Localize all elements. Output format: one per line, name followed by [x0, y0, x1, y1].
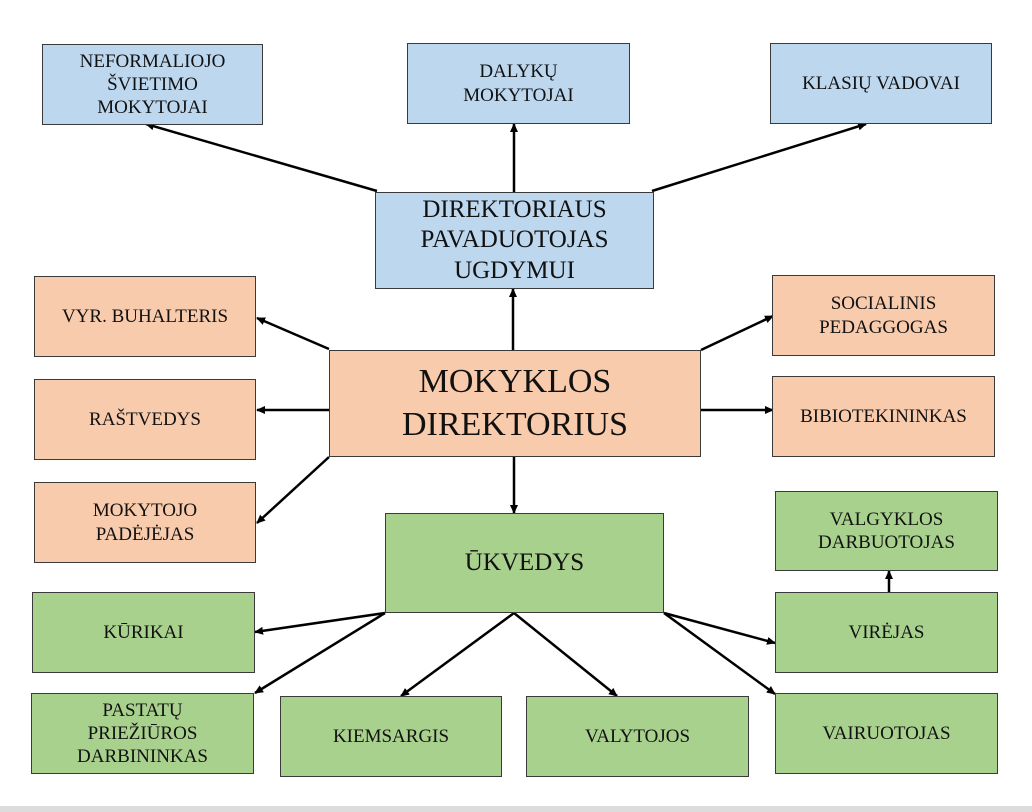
node-padejejas: MOKYTOJO PADĖJĖJAS [34, 482, 256, 563]
arrow-ukvedys-to-valytojos [513, 612, 618, 697]
arrow-ukvedys-to-virejas [663, 611, 776, 645]
arrow-pavaduotojas-to-neformaliojo [145, 122, 378, 193]
node-buhalteris: VYR. BUHALTERIS [34, 276, 256, 357]
arrow-direktorius-to-padejejas [256, 456, 330, 524]
node-klasiu: KLASIŲ VADOVAI [770, 43, 992, 124]
node-valytojos: VALYTOJOS [526, 696, 749, 777]
arrow-ukvedys-to-kiemsargis [400, 611, 515, 698]
node-bibliotekininkas: BIBIOTEKININKAS [772, 376, 995, 457]
node-dalyku: DALYKŲ MOKYTOJAI [407, 43, 630, 124]
node-socialinis: SOCIALINIS PEDAGGOGAS [772, 275, 995, 356]
node-direktorius: MOKYKLOS DIREKTORIUS [329, 350, 701, 457]
arrow-pavaduotojas-to-klasiu [651, 122, 867, 193]
node-neformaliojo: NEFORMALIOJO ŠVIETIMO MOKYTOJAI [42, 44, 263, 125]
node-valgyklos: VALGYKLOS DARBUOTOJAS [775, 491, 998, 571]
arrow-direktorius-to-socialinis [700, 314, 774, 352]
arrow-ukvedys-to-pastatu [254, 611, 386, 695]
arrow-direktorius-to-buhalteris [256, 316, 330, 351]
arrow-ukvedys-to-vairuotojas [663, 611, 776, 696]
node-pastatu: PASTATŲ PRIEŽIŪROS DARBININKAS [31, 693, 254, 774]
node-pavaduotojas: DIREKTORIAUS PAVADUOTOJAS UGDYMUI [375, 192, 654, 289]
node-kurikai: KŪRIKAI [32, 592, 255, 673]
arrow-ukvedys-to-kurikai [254, 611, 386, 635]
node-kiemsargis: KIEMSARGIS [280, 696, 502, 777]
page-bottom-divider [0, 806, 1032, 812]
node-vairuotojas: VAIRUOTOJAS [775, 693, 998, 774]
node-rastvedys: RAŠTVEDYS [34, 379, 256, 460]
node-ukvedys: ŪKVEDYS [385, 513, 664, 613]
node-virejas: VIRĖJAS [775, 592, 998, 673]
